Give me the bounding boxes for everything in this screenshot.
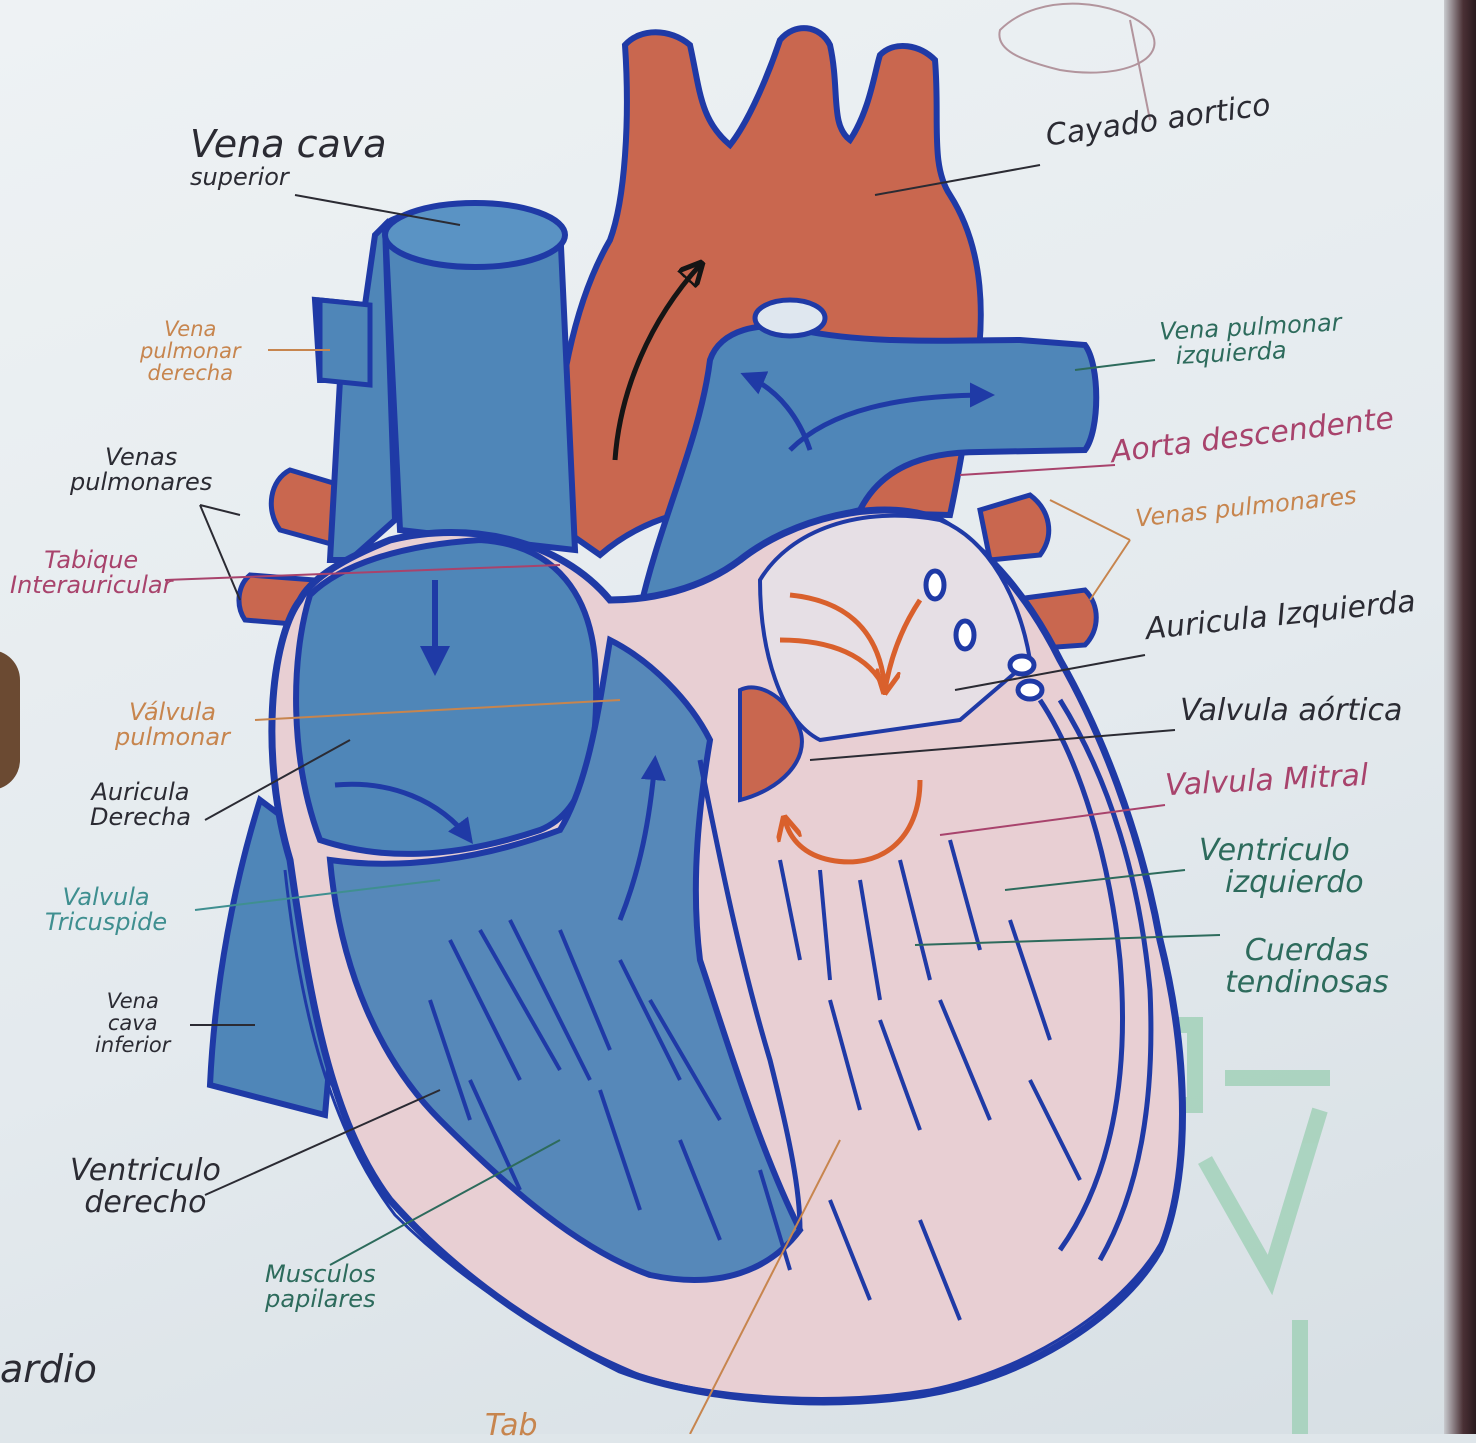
label-venas-pulmonares-left: Venas pulmonares [70,445,212,495]
right-atrium [296,540,596,854]
thumb-shadow [0,650,20,790]
label-valvula-tricuspide: Valvula Tricuspide [45,885,167,935]
label-bottom-fragment: Tab [485,1410,538,1442]
label-ventriculo-izquierdo: Ventriculo izquierdo [1185,835,1364,898]
label-vena-cava-inferior: Vena cava inferior [95,990,170,1056]
label-tabique-interauricular: Tabique Interauricular [10,548,172,598]
label-musculos-papilares: Musculos papilares [265,1262,376,1312]
label-valvula-pulmonar: Válvula pulmonar [115,700,230,750]
label-vena-pulmonar-izquierda: Vena pulmonar izquierda [1159,310,1344,370]
superior-vena-cava-opening [385,203,565,267]
label-auricula-derecha: Auricula Derecha [90,780,191,830]
label-cuerdas-tendinosas: Cuerdas tendinosas [1225,935,1389,998]
background-pencil-marks [999,4,1154,120]
label-ventriculo-derecho: Ventriculo derecho [70,1155,221,1218]
label-vena-pulmonar-derecha: Vena pulmonar derecha [140,318,241,384]
label-cardio-fragment: ardio [0,1350,97,1390]
paper-edge [1444,0,1476,1434]
label-valvula-aortica: Valvula aórtica [1180,695,1402,727]
pulmonary-vein-right-upper [980,495,1049,560]
label-vena-cava-superior: Vena cava superior [190,125,387,190]
